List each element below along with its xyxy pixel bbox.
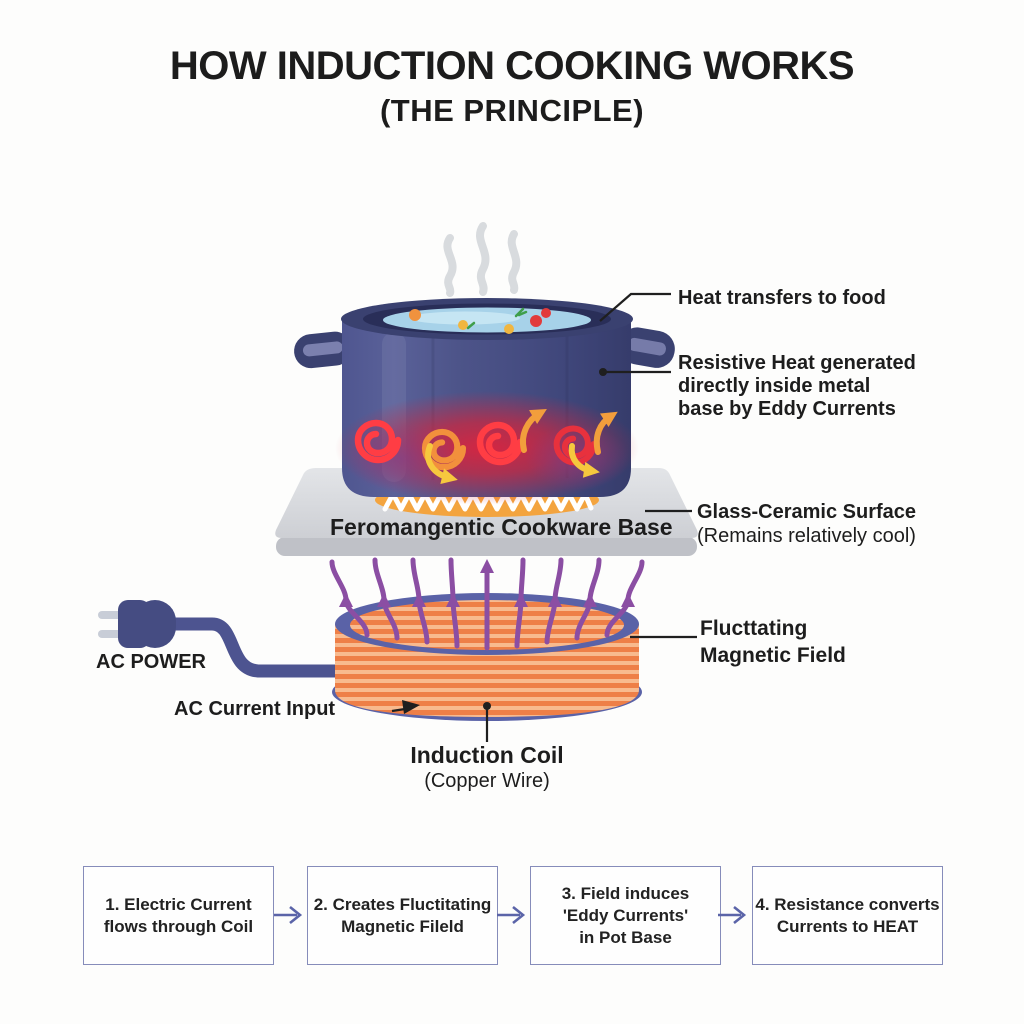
label-coil-line2: (Copper Wire) [424,770,550,792]
food-tomato2 [541,308,551,318]
leader-induction-coil [483,702,491,742]
eddy-arrow-orange-up2 [593,411,618,455]
flow-arrow-icon [274,905,303,925]
pot-handle-right [618,327,675,368]
eddy-arrow-yellow-down [425,443,458,484]
label-cookware-base: Feromangentic Cookware Base [330,514,673,540]
flow-step-3-line1: 3. Field induces [561,883,690,903]
leader-resistive-heat [599,368,671,376]
label-heat-transfers: Heat transfers to food [678,287,886,309]
page-subtitle: (THE PRINCIPLE) [379,93,645,128]
food-herb2 [466,321,476,330]
label-ac-power: AC POWER [96,651,206,673]
label-induction-coil: Induction Coil (Copper Wire) [377,742,597,793]
flow-step-3-line3: in Pot Base [579,927,672,947]
label-coil-line1: Induction Coil [410,742,564,768]
eddy-arrow-yellow-down2 [568,443,600,478]
food-carrot [409,309,421,321]
flow-arrow-icon [718,905,747,925]
pot-rim-and-water [341,298,633,340]
flow-step-2-line1: 2. Creates Fluctitating [313,894,492,914]
flow-step-4-line1: 4. Resistance converts [755,894,940,914]
flow-step-1-line2: flows through Coil [103,916,254,936]
label-glass-ceramic: Glass-Ceramic Surface (Remains relativel… [697,500,916,548]
label-glass-line2: (Remains relatively cool) [697,525,916,547]
flow-step-4-line2: Currents to HEAT [776,916,919,936]
label-resistive-line1: Resistive Heat generated [678,352,916,374]
magnetic-field-lines [329,557,645,651]
food-herb [514,307,528,318]
label-resistive-line3: base by Eddy Currents [678,398,896,420]
food-tomato [530,315,542,327]
eddy-currents [358,408,618,484]
leader-ac-input [391,700,420,714]
label-resistive-line2: directly inside metal [678,375,871,397]
label-magnetic-field: Flucttating Magnetic Field [700,615,846,669]
leader-lines [391,292,697,742]
flow-arrow-icon [497,905,526,925]
flow-step-2-line2: Magnetic Fileld [341,916,464,936]
flow-step-4: 4. Resistance converts Currents to HEAT [752,866,943,965]
label-magfield-line1: Flucttating [700,617,808,640]
label-resistive-heat: Resistive Heat generated directly inside… [678,352,916,421]
label-magfield-line2: Magnetic Field [700,644,846,667]
flow-step-3: 3. Field induces 'Eddy Currents' in Pot … [530,866,721,965]
flow-step-1-line1: 1. Electric Current [105,894,252,914]
label-glass-line1: Glass-Ceramic Surface [697,501,917,523]
page-title: HOW INDUCTION COOKING WORKS [169,44,855,88]
leader-heat-transfer [599,292,671,322]
steam-icon [443,222,521,297]
flow-step-2: 2. Creates Fluctitating Magnetic Fileld [307,866,498,965]
food-corn2 [504,324,514,334]
pot-handle-left [294,331,352,369]
power-plug-icon [98,600,176,648]
flow-step-1: 1. Electric Current flows through Coil [83,866,274,965]
food-corn [458,320,468,330]
power-cord [165,617,367,678]
eddy-arrow-orange-up [520,408,547,453]
label-ac-current-input: AC Current Input [174,698,336,720]
flow-step-3-line2: 'Eddy Currents' [562,905,689,925]
